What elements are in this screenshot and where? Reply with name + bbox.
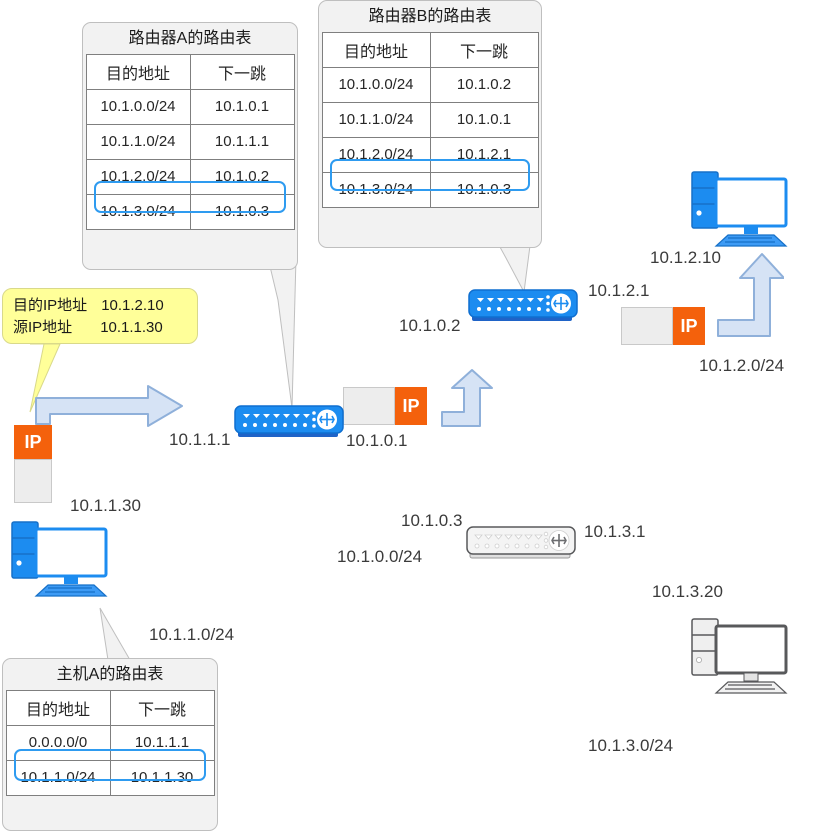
cell-nexthop: 10.1.0.1 [429,101,539,138]
column-header-nexthop: 下一跳 [109,689,215,726]
router-b-routing-table: 目的地址 下一跳 10.1.0.0/24 10.1.0.2 10.1.1.0/2… [321,31,539,208]
cell-nexthop: 10.1.0.2 [429,66,539,103]
label-host-a-ip: 10.1.1.30 [67,495,144,517]
ip-packet-header: IP [673,307,705,345]
cell-nexthop: 10.1.0.3 [429,171,539,208]
table-header-row: 目的地址 下一跳 [85,53,295,90]
src-ip-value: 10.1.1.30 [100,318,163,336]
label-net-2: 10.1.2.0/24 [696,355,788,377]
cell-dest: 10.1.0.0/24 [85,88,191,125]
dest-ip-label: 目的IP地址 [13,297,88,314]
column-header-dest: 目的地址 [321,31,431,68]
cell-dest: 10.1.2.0/24 [85,158,191,195]
label-router-b-if2: 10.1.2.1 [585,280,653,302]
callout-tail-host-a [86,607,131,661]
ip-packet-router-a: IP [343,387,427,425]
packet-header-note: 目的IP地址 10.1.2.10 源IP地址 10.1.1.30 [2,288,198,344]
table-row: 0.0.0.0/0 10.1.1.1 [5,724,215,761]
router-c-icon[interactable] [466,525,580,563]
router-a-table-title: 路由器A的路由表 [128,30,252,47]
cell-dest: 10.1.1.0/24 [85,123,191,160]
table-row: 10.1.3.0/24 10.1.0.3 [85,193,295,230]
router-b-table-title: 路由器B的路由表 [368,8,492,25]
host-a-icon[interactable] [8,518,116,600]
arrow-router-a-to-router-b [441,369,493,427]
cell-dest: 0.0.0.0/0 [5,724,111,761]
label-router-c-if3: 10.1.3.1 [581,521,649,543]
host-c-icon[interactable] [688,615,796,697]
callout-tail-router-a [267,257,297,409]
host-a-table-title: 主机A的路由表 [56,666,164,683]
column-header-dest: 目的地址 [5,689,111,726]
dest-ip-value: 10.1.2.10 [101,297,164,314]
column-header-nexthop: 下一跳 [429,31,539,68]
label-router-a-if0: 10.1.0.1 [343,430,411,452]
host-a-routing-table-card: 主机A的路由表 目的地址 下一跳 0.0.0.0/0 10.1.1.1 10.1… [2,658,218,831]
ip-packet-router-b: IP [621,307,705,345]
cell-nexthop: 10.1.0.1 [189,88,295,125]
router-a-icon[interactable] [234,404,348,442]
dest-ip-line: 目的IP地址 10.1.2.10 [13,295,187,317]
src-ip-line: 源IP地址 10.1.1.30 [13,317,187,339]
label-router-b-if0: 10.1.0.2 [396,315,464,337]
cell-nexthop: 10.1.1.1 [189,123,295,160]
label-net-0: 10.1.0.0/24 [334,546,426,568]
label-net-3: 10.1.3.0/24 [585,735,677,757]
host-b-icon[interactable] [688,168,796,250]
cell-dest: 10.1.1.0/24 [321,101,431,138]
table-row: 10.1.2.0/24 10.1.0.2 [85,158,295,195]
router-a-routing-table-card: 路由器A的路由表 目的地址 下一跳 10.1.0.0/24 10.1.0.1 1… [82,22,298,270]
ip-packet-payload [14,459,52,503]
label-net-1: 10.1.1.0/24 [146,624,238,646]
cell-nexthop: 10.1.0.2 [189,158,295,195]
cell-nexthop: 10.1.0.3 [189,193,295,230]
arrow-router-b-to-host-b [717,253,784,337]
router-b-icon[interactable] [468,288,582,326]
table-row: 10.1.1.0/24 10.1.0.1 [321,101,539,138]
ip-packet-payload [621,307,673,345]
cell-dest: 10.1.3.0/24 [321,171,431,208]
cell-dest: 10.1.1.0/24 [5,759,111,796]
callout-tail-note [29,343,61,413]
table-row: 10.1.0.0/24 10.1.0.1 [85,88,295,125]
table-header-row: 目的地址 下一跳 [5,689,215,726]
label-router-c-if0: 10.1.0.3 [398,510,466,532]
table-row: 10.1.1.0/24 10.1.1.30 [5,759,215,796]
label-host-b-ip: 10.1.2.10 [647,247,724,269]
src-ip-label: 源IP地址 [13,318,73,336]
router-a-routing-table: 目的地址 下一跳 10.1.0.0/24 10.1.0.1 10.1.1.0/2… [85,53,295,230]
router-b-routing-table-card: 路由器B的路由表 目的地址 下一跳 10.1.0.0/24 10.1.0.2 1… [318,0,542,248]
cell-nexthop: 10.1.2.1 [429,136,539,173]
column-header-dest: 目的地址 [85,53,191,90]
ip-packet-header: IP [395,387,427,425]
table-row: 10.1.1.0/24 10.1.1.1 [85,123,295,160]
table-header-row: 目的地址 下一跳 [321,31,539,68]
table-row: 10.1.3.0/24 10.1.0.3 [321,171,539,208]
cell-nexthop: 10.1.1.1 [109,724,215,761]
cell-dest: 10.1.0.0/24 [321,66,431,103]
host-a-routing-table: 目的地址 下一跳 0.0.0.0/0 10.1.1.1 10.1.1.0/24 … [5,689,215,796]
ip-packet-payload [343,387,395,425]
label-router-a-if1: 10.1.1.1 [166,429,234,451]
cell-dest: 10.1.2.0/24 [321,136,431,173]
label-host-c-ip: 10.1.3.20 [649,581,726,603]
ip-packet-host-a: IP [14,425,52,503]
cell-nexthop: 10.1.1.30 [109,759,215,796]
column-header-nexthop: 下一跳 [189,53,295,90]
cell-dest: 10.1.3.0/24 [85,193,191,230]
table-row: 10.1.2.0/24 10.1.2.1 [321,136,539,173]
arrow-host-a-to-router-a [35,385,183,427]
table-row: 10.1.0.0/24 10.1.0.2 [321,66,539,103]
ip-packet-header: IP [14,425,52,459]
